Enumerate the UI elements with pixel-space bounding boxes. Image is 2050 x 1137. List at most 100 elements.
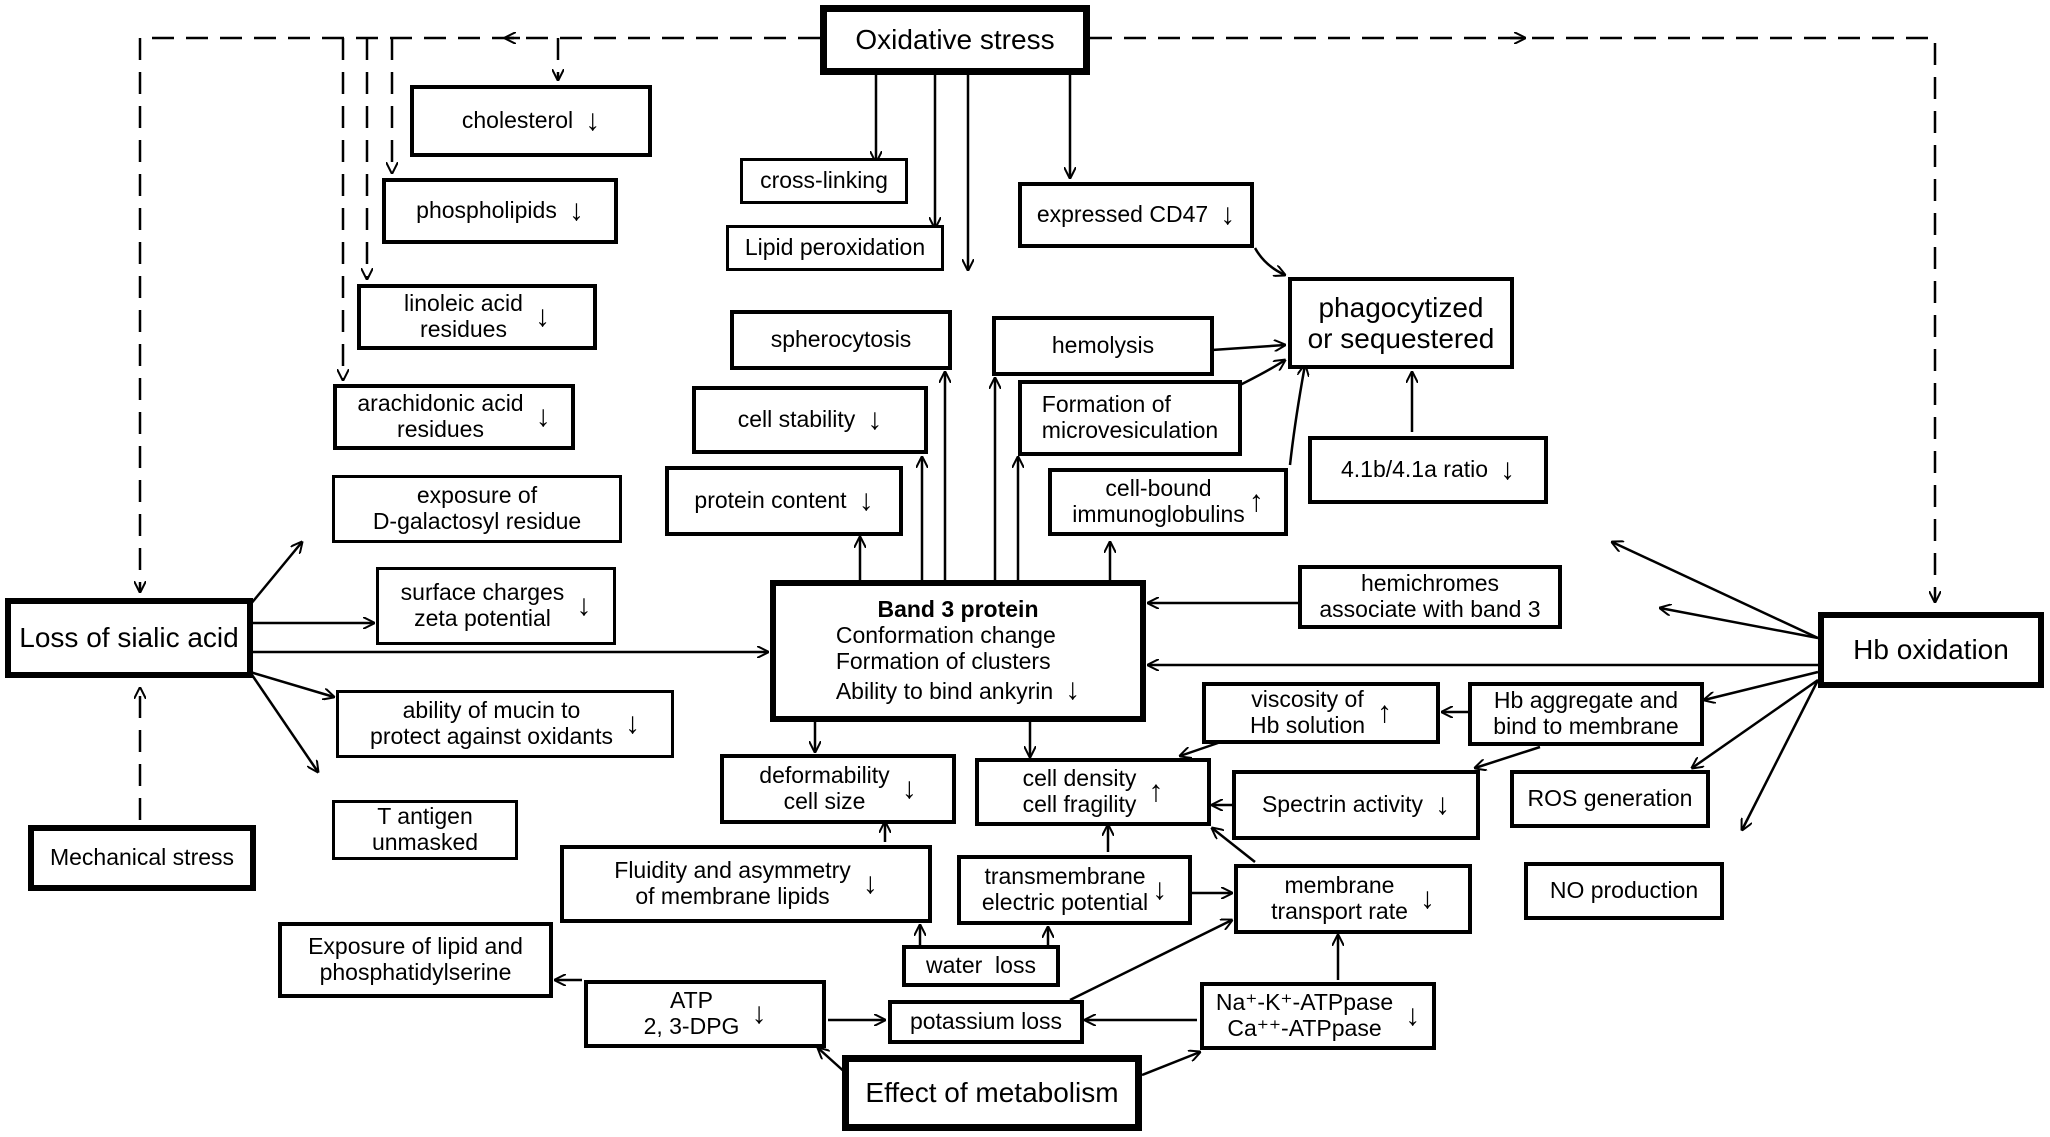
- node-water-loss: water loss: [902, 945, 1060, 987]
- arrow-immuno-to-phagocytized: [1288, 365, 1305, 466]
- node-expressed-cd47: expressed CD47 ↓: [1018, 182, 1254, 248]
- immunoglobulins-change: ↑: [1248, 485, 1264, 518]
- expressed-cd47-label: expressed CD47: [1036, 201, 1209, 228]
- arrow-oxstress-to-sialic: [140, 36, 820, 592]
- arrow-oxstress-to-hb: [1090, 36, 1935, 602]
- arrow-transport-to-celldensity: [1212, 828, 1256, 863]
- band3-line2: Formation of clusters: [835, 647, 1051, 674]
- transport-rate-change: ↓: [1419, 882, 1435, 915]
- deformability-line1: deformability: [759, 762, 890, 789]
- atp-change: ↓: [751, 997, 767, 1030]
- arrow-metabolism-to-atpase: [1141, 1052, 1200, 1077]
- node-spherocytosis: spherocytosis: [730, 310, 952, 370]
- arrow-hb-to-ratio: [1612, 542, 1819, 640]
- arrow-hb-to-hbaggregate: [1704, 670, 1819, 700]
- surface-charges-change: ↓: [576, 589, 592, 622]
- node-ratio-41b: 4.1b/4.1a ratio ↓: [1308, 436, 1548, 504]
- water-loss-label: water loss: [926, 952, 1036, 979]
- potassium-loss-label: potassium loss: [909, 1008, 1063, 1035]
- arrow-cd47-to-phagocytized: [1253, 247, 1285, 275]
- exposure-lipid-line1: Exposure of lipid and: [308, 933, 523, 960]
- cell-density-change: ↑: [1148, 775, 1164, 808]
- fluidity-line1: Fluidity and asymmetry: [614, 857, 851, 884]
- linoleic-line1: linoleic acid: [404, 290, 523, 317]
- cell-stability-label: cell stability: [737, 406, 856, 433]
- atpase-line1: Na⁺-K⁺-ATPpase: [1215, 989, 1394, 1016]
- galactosyl-line1: exposure of: [416, 482, 538, 509]
- node-lipid-peroxidation: Lipid peroxidation: [726, 225, 944, 271]
- node-hemolysis: hemolysis: [992, 316, 1214, 376]
- surface-charges-line1: surface charges: [400, 579, 565, 606]
- node-band3: Band 3 protein Conformation change Forma…: [770, 580, 1146, 722]
- surface-charges-line2: zeta potential: [414, 605, 551, 631]
- metabolism-label: Effect of metabolism: [865, 1077, 1119, 1109]
- atp-line1: ATP: [669, 987, 714, 1014]
- arachidonic-line1: arachidonic acid: [357, 390, 524, 417]
- node-protein-content: protein content ↓: [665, 466, 903, 536]
- galactosyl-line2: D-galactosyl residue: [372, 508, 582, 534]
- cholesterol-label: cholesterol: [461, 107, 574, 134]
- fluidity-line2: of membrane lipids: [635, 883, 830, 909]
- protein-content-change: ↓: [858, 484, 874, 517]
- mucin-change: ↓: [624, 707, 640, 740]
- linoleic-line2: residues: [420, 316, 507, 342]
- node-spectrin: Spectrin activity ↓: [1232, 770, 1480, 840]
- immunoglobulins-line1: cell-bound: [1105, 475, 1212, 502]
- cell-density-line2: cell fragility: [1022, 791, 1137, 817]
- band3-change: ↓: [1065, 672, 1081, 706]
- linoleic-change: ↓: [534, 300, 550, 333]
- lipid-peroxidation-label: Lipid peroxidation: [744, 234, 926, 261]
- spectrin-label: Spectrin activity: [1261, 791, 1424, 818]
- hemolysis-label: hemolysis: [1051, 332, 1155, 359]
- dashed-connectors: [140, 38, 1935, 820]
- band3-line1: Conformation change: [835, 622, 1056, 649]
- viscosity-line2: Hb solution: [1249, 712, 1366, 738]
- deformability-change: ↓: [901, 772, 917, 805]
- node-loss-sialic: Loss of sialic acid: [5, 598, 253, 678]
- node-cell-stability: cell stability ↓: [692, 386, 928, 454]
- fluidity-change: ↓: [862, 867, 878, 900]
- node-oxidative-stress: Oxidative stress: [820, 5, 1090, 75]
- node-cross-linking: cross-linking: [740, 158, 908, 204]
- transmembrane-change: ↓: [1152, 873, 1168, 906]
- hb-oxidation-label: Hb oxidation: [1853, 634, 2009, 666]
- band3-line3: Ability to bind ankyrin: [835, 677, 1054, 704]
- spherocytosis-label: spherocytosis: [770, 326, 912, 353]
- band3-title: Band 3 protein: [877, 596, 1039, 623]
- no-production-label: NO production: [1549, 877, 1699, 904]
- atp-line2: 2, 3-DPG: [643, 1013, 740, 1039]
- viscosity-change: ↑: [1377, 696, 1393, 729]
- microvesiculation-line1: Formation of: [1041, 391, 1171, 418]
- arrow-hemolysis-to-phagocytized: [1211, 345, 1285, 350]
- ratio-41b-label: 4.1b/4.1a ratio: [1340, 456, 1489, 483]
- expressed-cd47-change: ↓: [1220, 198, 1236, 231]
- atpase-change: ↓: [1405, 999, 1421, 1032]
- ros-label: ROS generation: [1527, 785, 1693, 812]
- transport-rate-line1: membrane: [1284, 872, 1395, 899]
- node-hb-oxidation: Hb oxidation: [1818, 612, 2044, 688]
- phospholipids-change: ↓: [568, 194, 584, 227]
- oxidative-stress-label: Oxidative stress: [855, 24, 1055, 56]
- ratio-41b-change: ↓: [1500, 453, 1516, 486]
- hemichromes-line1: hemichromes: [1360, 570, 1500, 597]
- hemichromes-line2: associate with band 3: [1319, 596, 1541, 622]
- mucin-line1: ability of mucin to: [402, 697, 581, 724]
- phospholipids-label: phospholipids: [416, 197, 557, 224]
